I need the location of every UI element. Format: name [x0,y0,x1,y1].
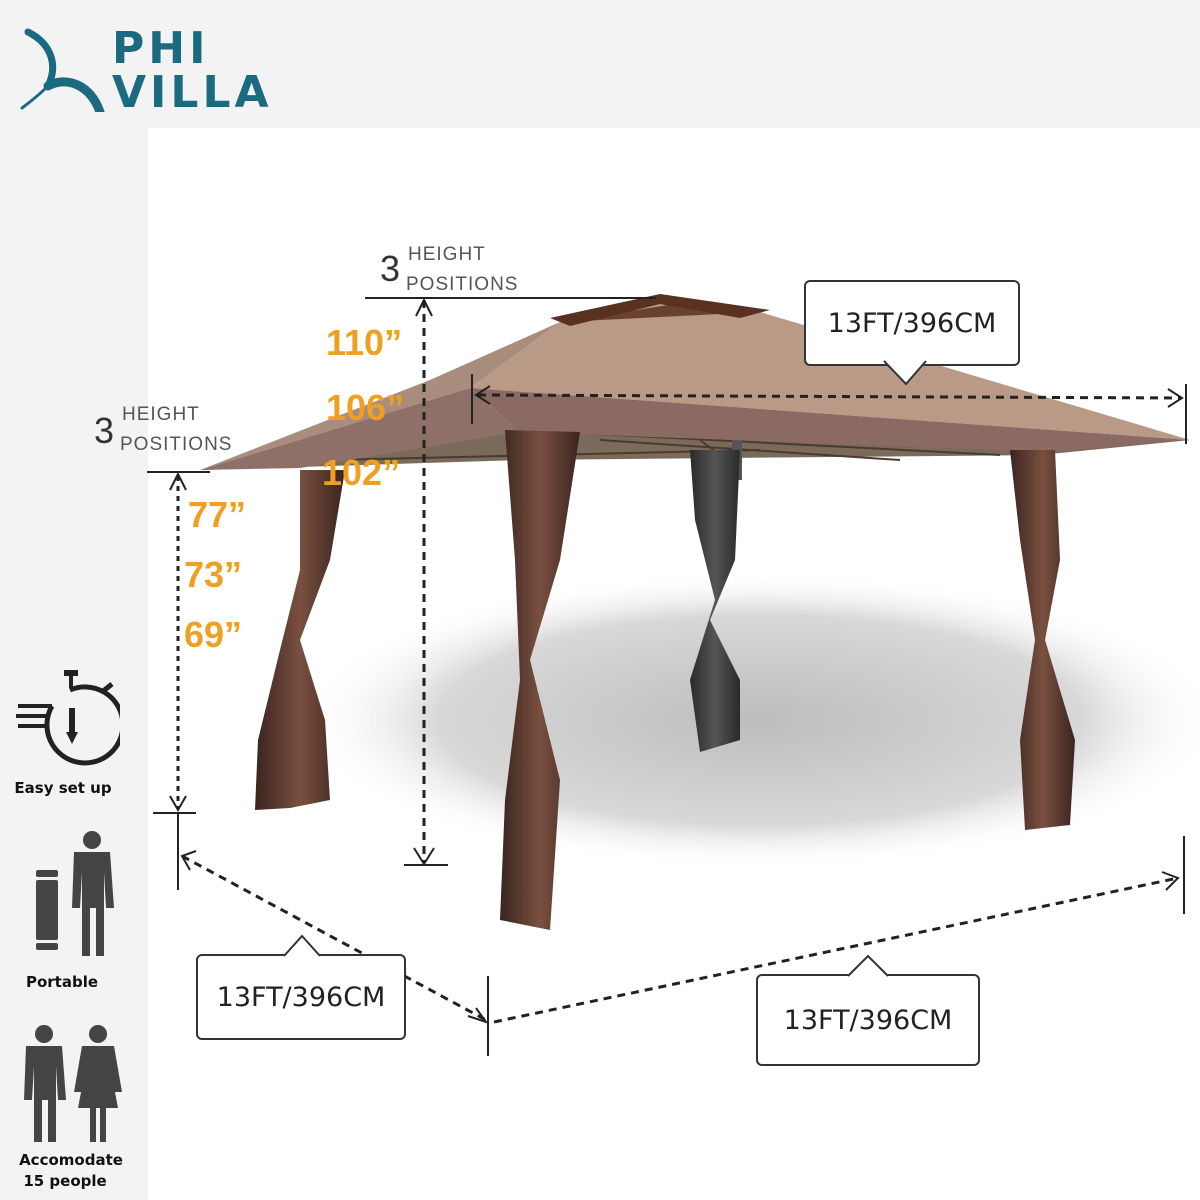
feature-label-portable: Portable [25,973,99,991]
eave-height-count: 3 [94,410,115,451]
center-height-count: 3 [380,248,401,289]
center-height-value-2: 106” [326,387,405,428]
eave-height-value-2: 73” [184,554,243,595]
eave-height-value-1: 77” [188,494,247,535]
center-height-value-1: 110” [326,322,403,363]
top-width-callout-pointer [883,360,927,386]
center-height-label-bottom: POSITIONS [406,274,519,295]
bottom-width-callout-pointer [847,954,889,977]
center-height-value-3: 102” [322,452,401,493]
stopwatch-icon [16,670,120,766]
eave-height-label-top: HEIGHT [122,404,200,425]
left-depth-callout: 13FT/396CM [196,954,406,1040]
left-depth-callout-pointer [283,934,321,957]
brand-name-line2: VILLA [112,67,273,118]
brand-name-line1: PHI [112,23,210,74]
feature-label-easy-setup: Easy set up [14,779,112,797]
eave-height-value-3: 69” [184,614,243,655]
brand-swoosh-icon [20,28,105,112]
top-width-callout: 13FT/396CM [804,280,1020,366]
feature-label-capacity-line1: Accomodate [19,1151,123,1169]
people-icon [24,1025,122,1142]
bottom-width-callout: 13FT/396CM [756,974,980,1066]
center-height-label-top: HEIGHT [408,244,486,265]
feature-label-capacity-line2: 15 people [23,1172,107,1190]
portable-person-icon [36,831,114,956]
eave-height-label-bottom: POSITIONS [120,434,233,455]
